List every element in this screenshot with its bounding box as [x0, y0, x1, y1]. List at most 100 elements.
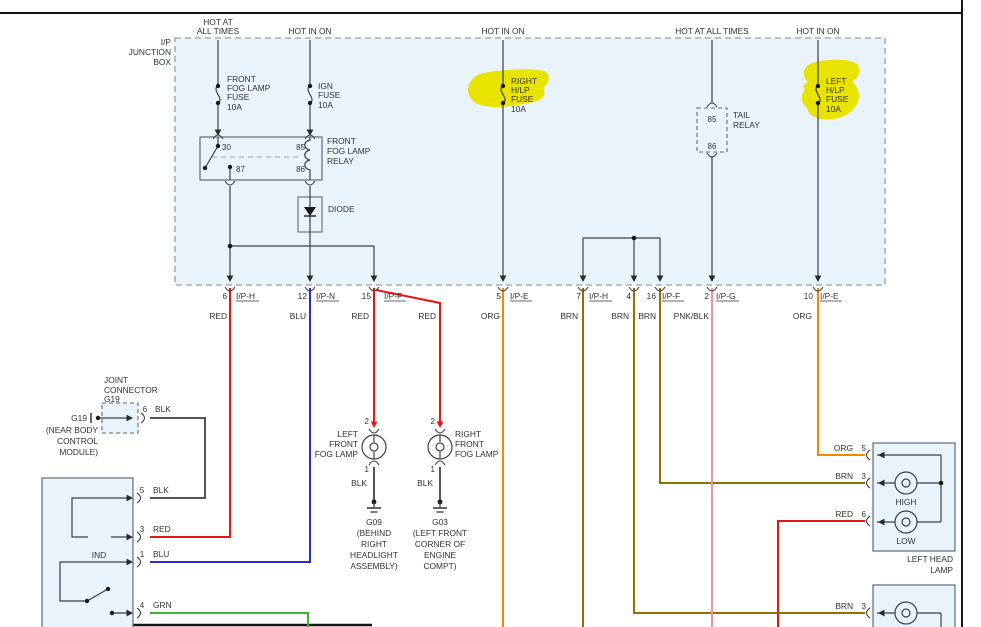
svg-text:2: 2 — [431, 417, 436, 426]
svg-text:ASSEMBLY): ASSEMBLY) — [350, 561, 398, 571]
svg-text:GRN: GRN — [153, 600, 172, 610]
front-fog-lamp-relay-box — [199, 136, 323, 181]
svg-text:CORNER OF: CORNER OF — [415, 539, 465, 549]
svg-text:FRONT: FRONT — [455, 439, 484, 449]
svg-text:H/LP: H/LP — [511, 85, 530, 95]
svg-text:10: 10 — [804, 291, 814, 301]
svg-text:RED: RED — [835, 509, 853, 519]
feed1-label: HOT AT — [203, 17, 232, 27]
left-hlp-fuse-label: LEFT — [826, 76, 846, 86]
relay-label: FRONT — [327, 136, 356, 146]
svg-text:BLK: BLK — [351, 478, 367, 488]
low-beam-bulb — [894, 510, 918, 534]
tail-relay-pin-85: 85 — [708, 115, 717, 124]
ign-fuse-label: IGN — [318, 81, 333, 91]
front-fog-fuse-label: FRONT — [227, 74, 256, 84]
svg-text:3: 3 — [140, 525, 145, 534]
feed2-label: HOT IN ON — [288, 26, 331, 36]
svg-text:G19: G19 — [71, 413, 87, 423]
relay-pin-87: 87 — [236, 165, 245, 174]
left-fog-bulb — [361, 434, 387, 460]
black-wires — [150, 417, 441, 500]
svg-text:BRN: BRN — [560, 311, 578, 321]
svg-text:2: 2 — [704, 291, 709, 301]
svg-text:LEFT: LEFT — [338, 429, 358, 439]
orange-wires — [502, 288, 865, 627]
svg-text:6: 6 — [222, 291, 227, 301]
svg-text:ORG: ORG — [793, 311, 812, 321]
svg-text:FUSE: FUSE — [826, 94, 849, 104]
svg-text:6: 6 — [143, 405, 148, 414]
low-beam-label: LOW — [896, 536, 915, 546]
svg-text:RED: RED — [153, 524, 171, 534]
feed1-label2: ALL TIMES — [197, 26, 240, 36]
svg-text:5: 5 — [496, 291, 501, 301]
svg-text:BLK: BLK — [155, 404, 171, 414]
junction-dots — [84, 83, 944, 616]
bulb-symbols — [361, 434, 918, 625]
svg-text:7: 7 — [576, 291, 581, 301]
svg-text:16: 16 — [647, 291, 657, 301]
svg-text:RIGHT: RIGHT — [455, 429, 481, 439]
svg-text:10A: 10A — [826, 104, 841, 114]
blue-wire — [150, 288, 311, 563]
left-head-lamp-label: LEFT HEAD — [907, 554, 953, 564]
ground-g03-label: G03 — [432, 517, 448, 527]
ground-g03-symbol — [432, 498, 448, 513]
tail-relay-box — [696, 107, 728, 153]
svg-text:COMPT): COMPT) — [423, 561, 456, 571]
svg-text:RELAY: RELAY — [327, 156, 354, 166]
svg-text:10A: 10A — [318, 100, 333, 110]
svg-text:BRN: BRN — [611, 311, 629, 321]
svg-text:10A: 10A — [227, 102, 242, 112]
svg-text:10A: 10A — [511, 104, 526, 114]
ground-g09-label: G09 — [366, 517, 382, 527]
high-beam-bulb — [894, 471, 918, 495]
svg-text:15: 15 — [362, 291, 372, 301]
svg-text:CONNECTOR: CONNECTOR — [104, 385, 158, 395]
feed5-label: HOT IN ON — [796, 26, 839, 36]
right-hlp-fuse-label: RIGHT — [511, 76, 537, 86]
svg-text:6: 6 — [862, 510, 867, 519]
svg-text:ENGINE: ENGINE — [424, 550, 457, 560]
svg-text:ORG: ORG — [834, 443, 853, 453]
svg-text:RED: RED — [418, 311, 436, 321]
tail-relay-label: TAIL — [733, 110, 750, 120]
svg-text:4: 4 — [140, 601, 145, 610]
junction-box-label: I/P — [161, 37, 172, 47]
svg-text:PNK/BLK: PNK/BLK — [674, 311, 710, 321]
tail-relay-pin-86: 86 — [708, 142, 717, 151]
svg-text:FOG LAMP: FOG LAMP — [227, 83, 271, 93]
svg-text:2: 2 — [365, 417, 370, 426]
svg-text:I/P-F: I/P-F — [662, 291, 680, 301]
svg-text:1: 1 — [140, 550, 145, 559]
svg-text:5: 5 — [140, 486, 145, 495]
body-control-module-box — [41, 477, 134, 627]
svg-text:H/LP: H/LP — [826, 85, 845, 95]
svg-text:12: 12 — [298, 291, 308, 301]
svg-text:BRN: BRN — [835, 601, 853, 611]
svg-text:I/P-F: I/P-F — [384, 291, 402, 301]
svg-text:LAMP: LAMP — [930, 565, 953, 575]
highlight-left-hlp-fuse — [801, 59, 860, 120]
high-beam-label: HIGH — [896, 497, 917, 507]
svg-text:G19: G19 — [104, 394, 120, 404]
svg-text:3: 3 — [862, 602, 867, 611]
right-fog-bulb — [427, 434, 453, 460]
ind-label: IND — [92, 550, 106, 560]
svg-text:RED: RED — [351, 311, 369, 321]
svg-text:1: 1 — [431, 465, 436, 474]
relay-pin-86: 86 — [296, 165, 305, 174]
svg-text:FUSE: FUSE — [227, 92, 250, 102]
feed4-label: HOT AT ALL TIMES — [675, 26, 749, 36]
diode-label: DIODE — [328, 204, 355, 214]
svg-text:FUSE: FUSE — [318, 90, 341, 100]
svg-text:1: 1 — [365, 465, 370, 474]
svg-text:5: 5 — [862, 444, 867, 453]
highlight-right-hlp-fuse — [468, 69, 549, 108]
svg-text:I/P-H: I/P-H — [236, 291, 255, 301]
svg-text:BLK: BLK — [417, 478, 433, 488]
svg-text:HEADLIGHT: HEADLIGHT — [350, 550, 398, 560]
